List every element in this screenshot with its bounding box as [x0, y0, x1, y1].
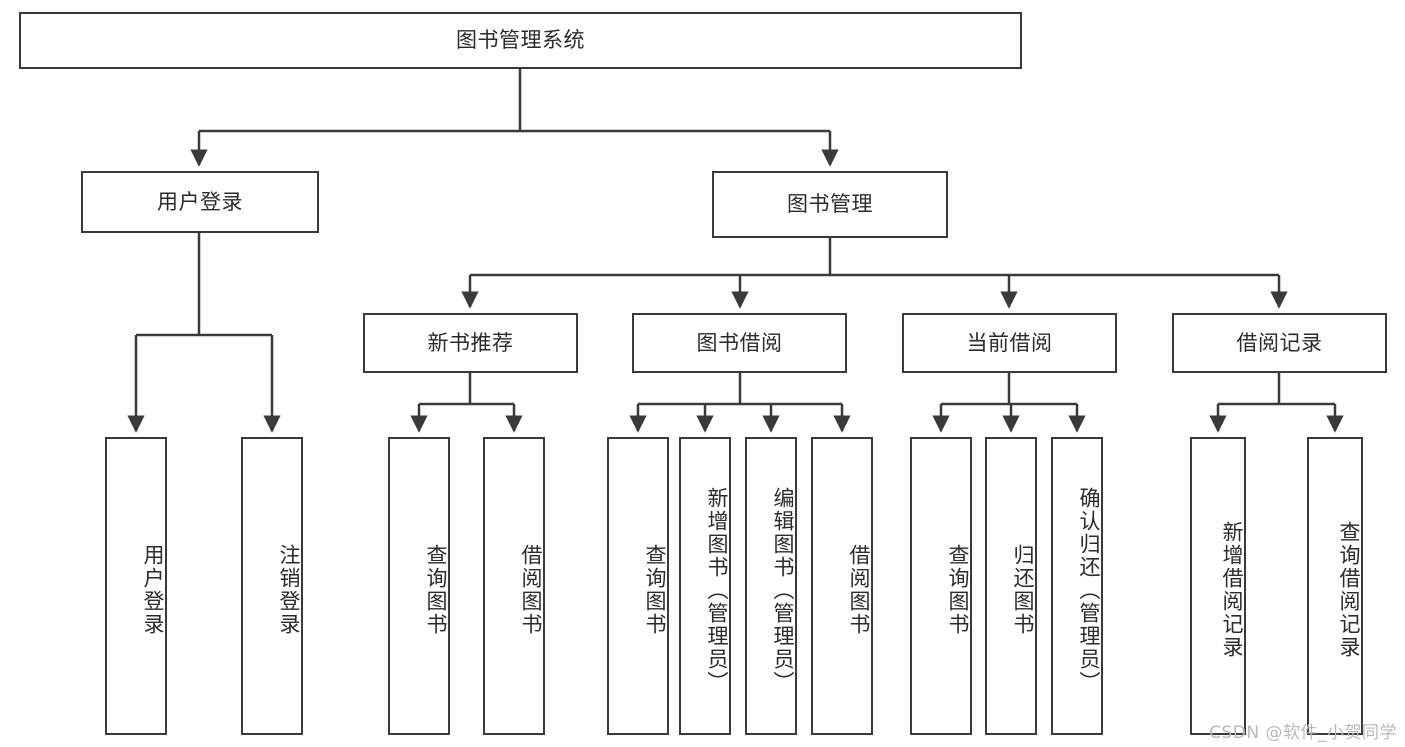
leaf-user-login[interactable]: 用户登录 — [105, 437, 167, 735]
node-user-login[interactable]: 用户登录 — [81, 171, 319, 233]
node-borrow-record[interactable]: 借阅记录 — [1172, 313, 1387, 373]
leaf-edit-book-admin[interactable]: 编辑图书（管理员） — [745, 437, 797, 735]
csdn-watermark: CSDN @软件_小贺同学 — [1209, 723, 1397, 743]
leaf-query-book-borrow[interactable]: 查询图书 — [607, 437, 669, 735]
leaf-logout-label: 注销登录 — [277, 544, 301, 636]
leaf-logout[interactable]: 注销登录 — [241, 437, 303, 735]
node-current-borrow-label: 当前借阅 — [966, 330, 1053, 355]
node-book-management[interactable]: 图书管理 — [712, 171, 948, 238]
node-book-borrow-label: 图书借阅 — [696, 330, 783, 355]
leaf-query-borrow-record[interactable]: 查询借阅记录 — [1307, 437, 1363, 735]
node-user-login-label: 用户登录 — [157, 189, 243, 214]
leaf-confirm-return-admin[interactable]: 确认归还（管理员） — [1051, 437, 1103, 735]
leaf-add-borrow-record-label: 新增借阅记录 — [1220, 521, 1244, 659]
leaf-borrow-book-recommend-label: 借阅图书 — [519, 544, 543, 636]
node-root[interactable]: 图书管理系统 — [19, 12, 1022, 69]
node-borrow-record-label: 借阅记录 — [1236, 330, 1323, 355]
leaf-confirm-return-admin-label: 确认归还（管理员） — [1077, 486, 1101, 694]
leaf-lend-book[interactable]: 借阅图书 — [811, 437, 873, 735]
node-new-book-recommend-label: 新书推荐 — [427, 330, 514, 355]
leaf-query-book-borrow-label: 查询图书 — [643, 544, 667, 636]
leaf-query-borrow-record-label: 查询借阅记录 — [1337, 521, 1361, 659]
leaf-return-book-label: 归还图书 — [1011, 544, 1035, 636]
leaf-add-book-admin[interactable]: 新增图书（管理员） — [679, 437, 731, 735]
node-root-label: 图书管理系统 — [456, 28, 585, 53]
leaf-query-book-current[interactable]: 查询图书 — [910, 437, 972, 735]
leaf-add-borrow-record[interactable]: 新增借阅记录 — [1190, 437, 1246, 735]
leaf-borrow-book-recommend[interactable]: 借阅图书 — [483, 437, 545, 735]
node-book-management-label: 图书管理 — [787, 192, 873, 217]
leaf-add-book-admin-label: 新增图书（管理员） — [705, 486, 729, 694]
leaf-query-book-recommend[interactable]: 查询图书 — [388, 437, 450, 735]
leaf-user-login-label: 用户登录 — [141, 544, 165, 636]
leaf-query-book-recommend-label: 查询图书 — [424, 544, 448, 636]
leaf-return-book[interactable]: 归还图书 — [985, 437, 1037, 735]
leaf-lend-book-label: 借阅图书 — [847, 544, 871, 636]
leaf-query-book-current-label: 查询图书 — [946, 544, 970, 636]
node-current-borrow[interactable]: 当前借阅 — [902, 313, 1117, 373]
node-book-borrow[interactable]: 图书借阅 — [632, 313, 847, 373]
leaf-edit-book-admin-label: 编辑图书（管理员） — [771, 486, 795, 694]
node-new-book-recommend[interactable]: 新书推荐 — [363, 313, 578, 373]
